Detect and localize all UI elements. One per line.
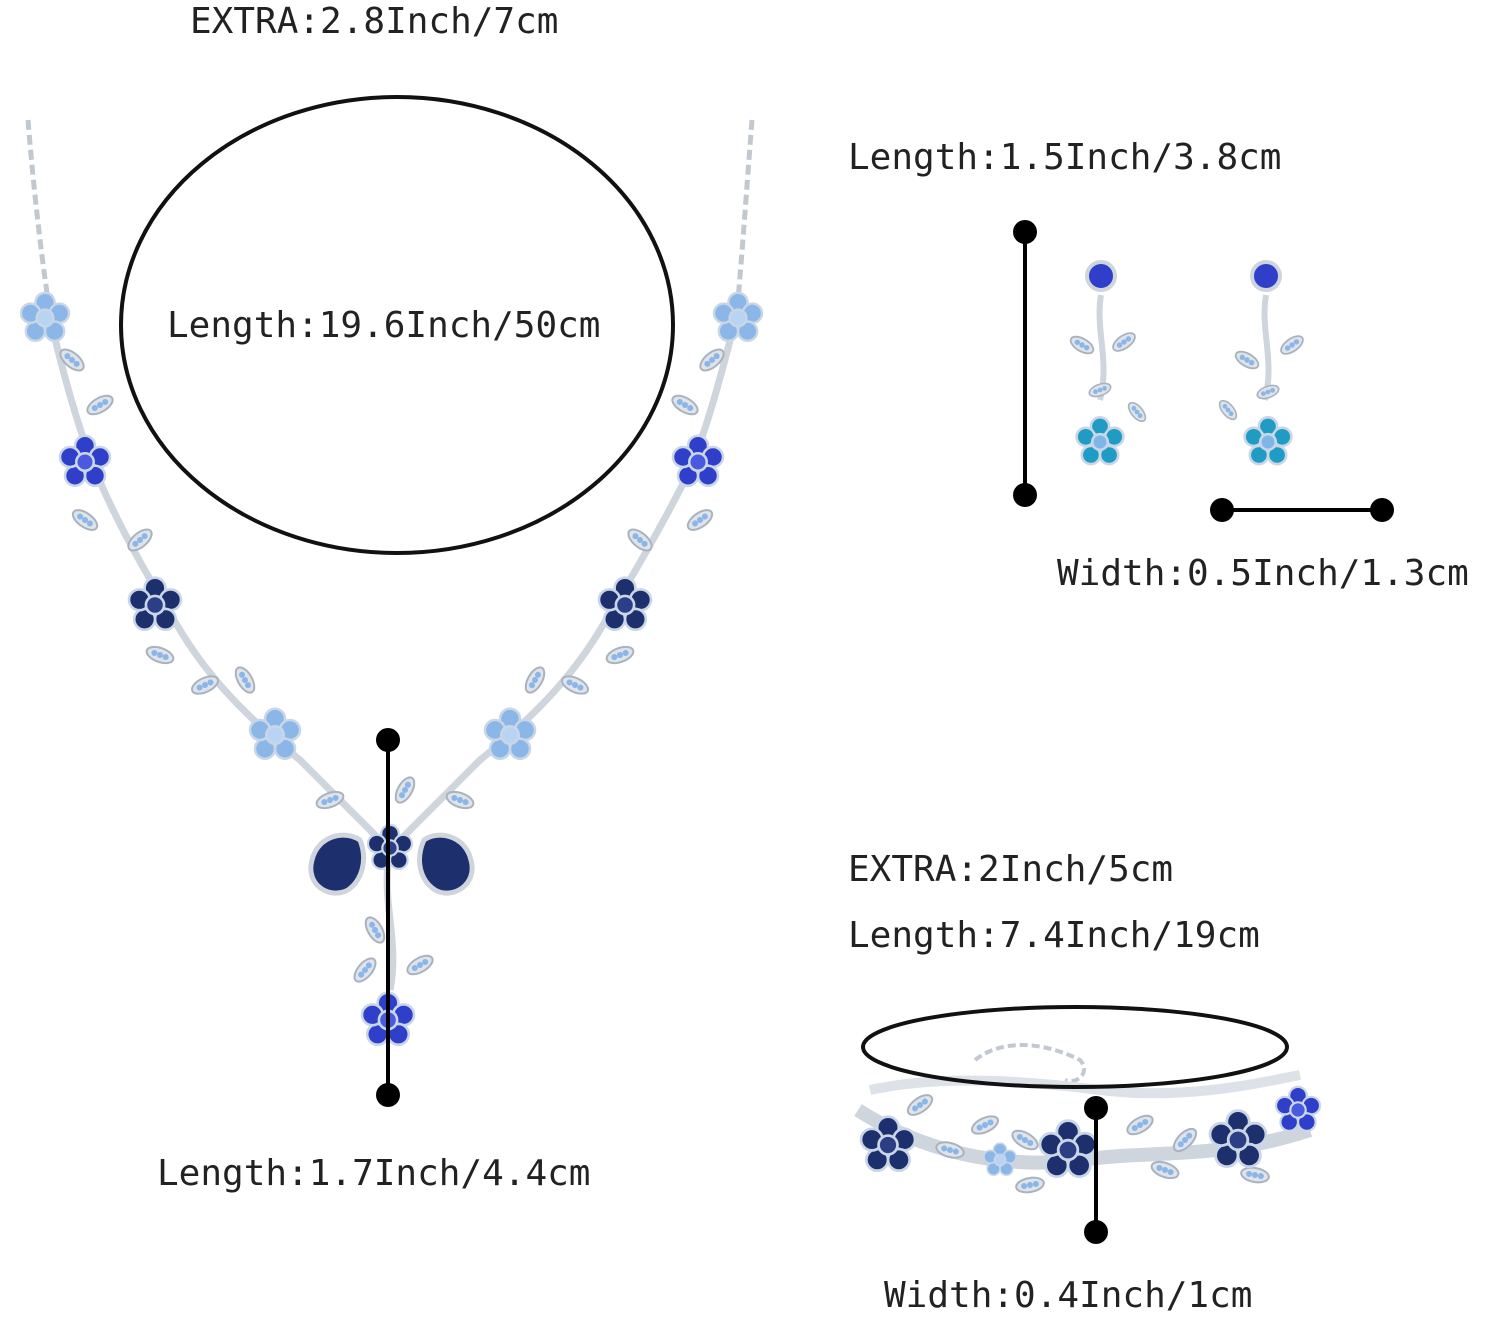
bracelet-extension-chain (973, 1043, 1086, 1083)
earring-length-marker-top (1013, 220, 1037, 244)
bracelet (854, 1005, 1322, 1244)
necklace-chain-left (25, 119, 51, 301)
earrings (1013, 220, 1394, 522)
teardrop-right (417, 832, 475, 896)
bracelet-length-circle (861, 1005, 1289, 1089)
necklace (19, 95, 764, 1107)
pendant-marker-top (376, 728, 400, 752)
necklace-extra-label: EXTRA:2.8Inch/7cm (190, 1, 559, 42)
earring-left (1067, 260, 1150, 466)
teardrop-left (308, 832, 366, 896)
necklace-length-circle (119, 95, 675, 555)
pendant-length-label: Length:1.7Inch/4.4cm (157, 1153, 591, 1194)
earring-length-marker-bottom (1013, 483, 1037, 507)
earring-width-marker-left (1210, 498, 1234, 522)
earring-width-marker-right (1370, 498, 1394, 522)
necklace-length-label: Length:19.6Inch/50cm (167, 305, 601, 346)
bracelet-length-label: Length:7.4Inch/19cm (848, 915, 1260, 956)
bracelet-width-marker-bottom (1084, 1220, 1108, 1244)
bracelet-extra-label: EXTRA:2Inch/5cm (848, 849, 1174, 890)
earring-right (1215, 260, 1307, 466)
earring-width-label: Width:0.5Inch/1.3cm (1057, 553, 1469, 594)
bracelet-width-marker-top (1084, 1096, 1108, 1120)
earring-length-label: Length:1.5Inch/3.8cm (848, 137, 1282, 178)
necklace-chain-right (735, 119, 755, 301)
pendant-marker-bottom (376, 1083, 400, 1107)
bracelet-width-label: Width:0.4Inch/1cm (884, 1275, 1253, 1316)
